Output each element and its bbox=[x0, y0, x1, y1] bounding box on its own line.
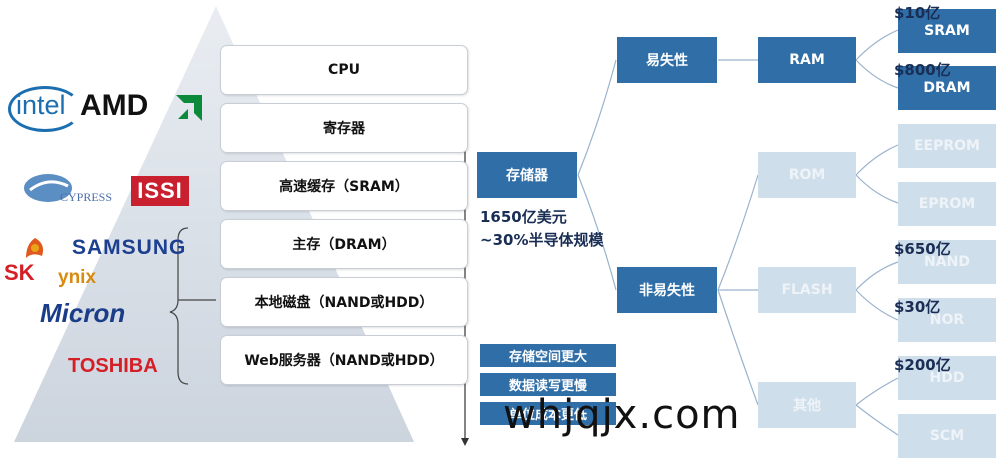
node-other: 其他 bbox=[758, 382, 856, 428]
toshiba-logo: TOSHIBA bbox=[68, 355, 158, 377]
intel-logo-ring bbox=[8, 86, 82, 132]
node-nonvolatile: 非易失性 bbox=[617, 267, 717, 313]
market-share: ~30%半导体规模 bbox=[480, 231, 604, 249]
node-scm: SCM bbox=[898, 414, 996, 458]
note-slower-io: 数据读写更慢 bbox=[480, 373, 616, 396]
nand-market-value: $650亿 bbox=[894, 240, 951, 258]
cypress-tree-icon bbox=[24, 174, 72, 202]
hynix-logo: ynix bbox=[58, 267, 97, 288]
cypress-logo: CYPRESS bbox=[60, 190, 113, 204]
sk-wing-icon bbox=[26, 238, 44, 258]
layer-cpu: CPU bbox=[220, 45, 468, 95]
node-hdd: HDD bbox=[898, 356, 996, 400]
layer-cache: 高速缓存（SRAM） bbox=[220, 161, 468, 211]
note-larger-capacity: 存储空间更大 bbox=[480, 344, 616, 367]
node-flash: FLASH bbox=[758, 267, 856, 313]
node-memory: 存储器 bbox=[477, 152, 577, 198]
note-lower-cost: 单位成本更低 bbox=[480, 402, 616, 425]
layer-main-memory: 主存（DRAM） bbox=[220, 219, 468, 269]
nor-market-value: $30亿 bbox=[894, 298, 941, 316]
hdd-market-value: $200亿 bbox=[894, 356, 951, 374]
dram-market-value: $800亿 bbox=[894, 61, 951, 79]
watermark: whjqjx.com bbox=[503, 392, 741, 438]
node-rom: ROM bbox=[758, 152, 856, 198]
node-nand: NAND bbox=[898, 240, 996, 284]
issi-logo: ISSI bbox=[131, 176, 189, 206]
node-nor: NOR bbox=[898, 298, 996, 342]
layer-web-server: Web服务器（NAND或HDD） bbox=[220, 335, 468, 385]
node-dram: DRAM bbox=[898, 66, 996, 110]
layer-local-disk: 本地磁盘（NAND或HDD） bbox=[220, 277, 468, 327]
node-sram: SRAM bbox=[898, 9, 996, 53]
node-volatile: 易失性 bbox=[617, 37, 717, 83]
intel-logo: intel bbox=[16, 90, 66, 120]
node-eprom: EPROM bbox=[898, 182, 996, 226]
sram-market-value: $10亿 bbox=[894, 4, 941, 22]
node-eeprom: EEPROM bbox=[898, 124, 996, 168]
layer-register: 寄存器 bbox=[220, 103, 468, 153]
samsung-logo: SAMSUNG bbox=[72, 236, 187, 259]
node-ram: RAM bbox=[758, 37, 856, 83]
market-total: 1650亿美元 bbox=[480, 208, 567, 226]
micron-logo: Micron bbox=[40, 298, 126, 328]
amd-logo: AMD bbox=[80, 89, 149, 122]
amd-arrow-icon bbox=[176, 95, 202, 121]
sk-logo: SK bbox=[4, 260, 35, 285]
